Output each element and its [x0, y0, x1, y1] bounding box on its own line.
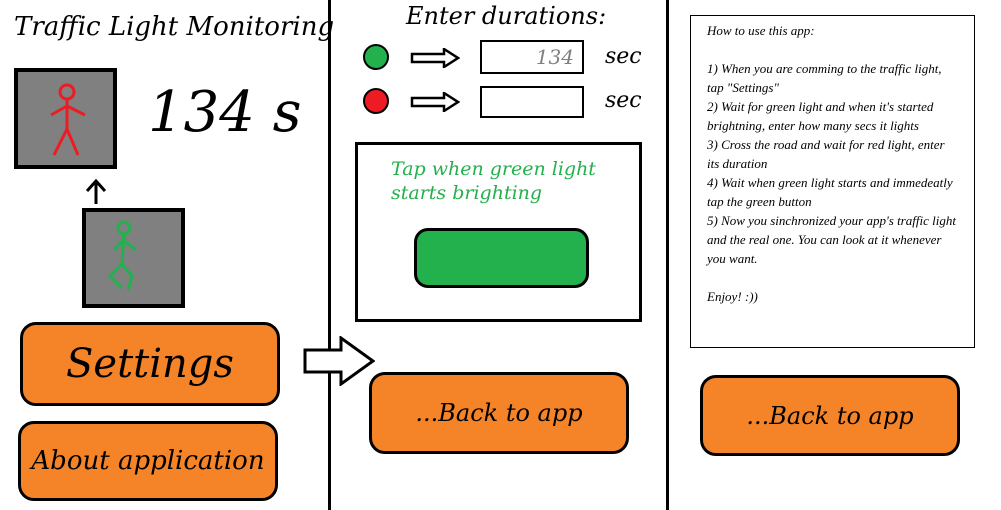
back-to-app-button[interactable]: ...Back to app [369, 372, 629, 454]
arrow-up-icon [85, 178, 107, 204]
green-unit-label: sec [605, 44, 642, 69]
red-pedestrian-light [14, 68, 117, 169]
help-step: 2) Wait for green light and when it's st… [707, 99, 934, 133]
settings-button[interactable]: Settings [20, 322, 280, 406]
settings-label: Settings [66, 341, 234, 387]
red-duration-input[interactable] [480, 86, 584, 118]
help-step: 1) When you are comming to the traffic l… [707, 61, 942, 95]
back-label: ...Back to app [415, 399, 583, 427]
panel-divider-right [666, 0, 669, 510]
green-pedestrian-light [82, 208, 185, 308]
help-step: 4) Wait when green light starts and imme… [707, 175, 953, 209]
help-text-box: How to use this app: 1) When you are com… [690, 15, 975, 348]
standing-man-icon [50, 83, 86, 156]
help-title: How to use this app: [707, 23, 815, 38]
walking-man-icon [107, 220, 137, 291]
about-application-button[interactable]: About application [18, 421, 278, 501]
green-duration-input[interactable]: 134 [480, 40, 584, 74]
panel-divider-left [328, 0, 331, 510]
back-to-app-button[interactable]: ...Back to app [700, 375, 960, 456]
sync-panel: Tap when green light starts brighting [355, 142, 642, 322]
durations-heading: Enter durations: [406, 2, 607, 30]
green-sync-button[interactable] [414, 228, 589, 288]
help-closing: Enjoy! :)) [707, 289, 758, 304]
red-light-indicator [363, 88, 389, 114]
arrow-right-icon [303, 336, 375, 386]
countdown-display: 134 s [148, 80, 302, 145]
red-unit-label: sec [605, 88, 642, 113]
sync-instruction: Tap when green light starts brighting [391, 158, 596, 204]
about-label: About application [31, 446, 265, 476]
arrow-right-icon [410, 92, 460, 112]
arrow-right-icon [410, 48, 460, 68]
help-step: 5) Now you sinchronized your app's traff… [707, 213, 956, 266]
help-step: 3) Cross the road and wait for red light… [707, 137, 945, 171]
back-label: ...Back to app [746, 401, 914, 430]
green-light-indicator [363, 44, 389, 70]
app-title: Traffic Light Monitoring [14, 12, 335, 42]
